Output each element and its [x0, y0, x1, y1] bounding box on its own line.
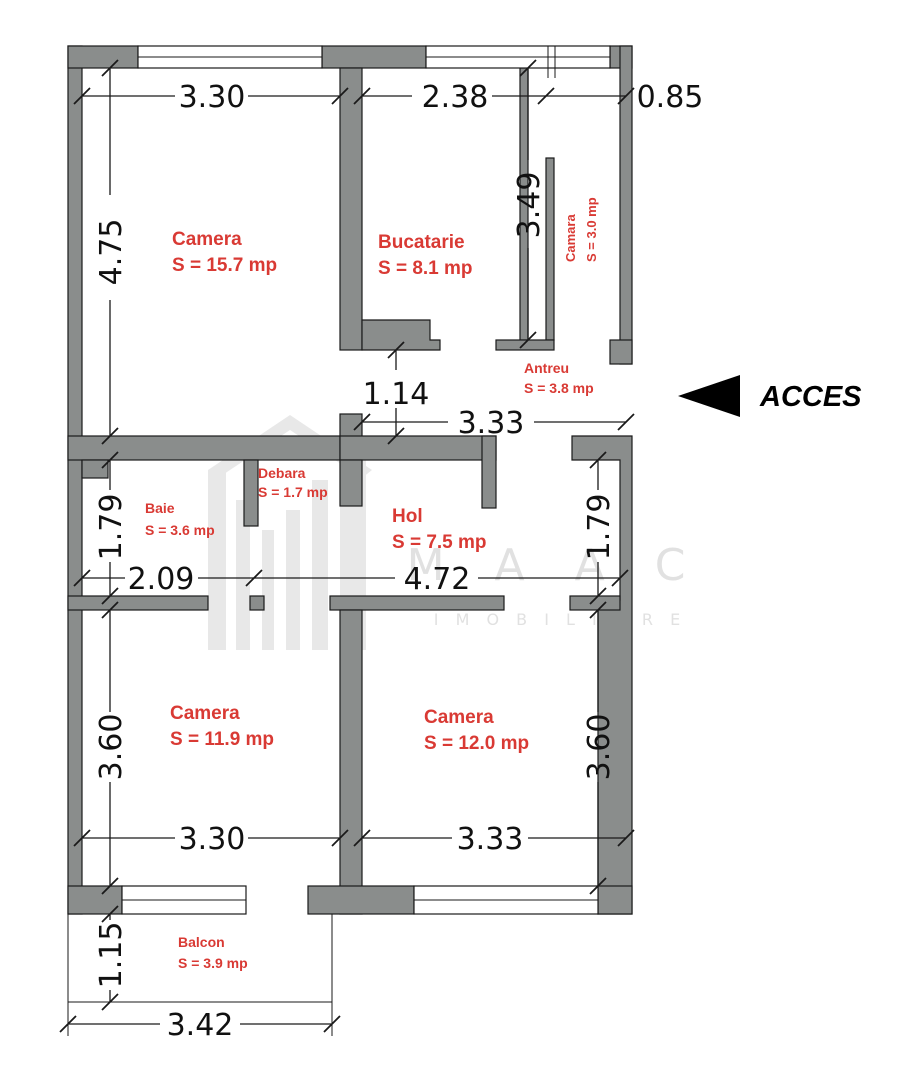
room-name: Camara — [563, 214, 578, 262]
access-arrow-icon — [678, 375, 740, 417]
room-area: S = 15.7 mp — [172, 255, 277, 276]
watermark-brand: M A A C — [407, 540, 704, 591]
room-camara: Camara S = 3.0 mp — [563, 197, 599, 262]
dim-kitchen-height: 3.49 — [512, 172, 547, 239]
access-label: ACCES — [759, 381, 862, 413]
dim-kitchen-width: 2.38 — [422, 80, 489, 115]
room-name: Camera — [424, 707, 494, 728]
room-name: Baie — [145, 500, 175, 516]
room-camera-bottom-right: Camera S = 12.0 mp — [424, 707, 529, 754]
room-area: S = 3.0 mp — [584, 197, 599, 262]
room-antreu: Antreu S = 3.8 mp — [524, 360, 594, 396]
outer-right-wall-upper — [619, 45, 633, 365]
room-area: S = 3.6 mp — [145, 522, 215, 538]
window-top-right — [425, 45, 611, 78]
bath-corner — [81, 459, 109, 479]
hol-stub — [481, 435, 497, 509]
room-name: Debara — [258, 465, 306, 481]
room-name: Antreu — [524, 360, 569, 376]
kitchen-counter-wall — [361, 319, 441, 351]
room-camera-bottom-left: Camera S = 11.9 mp — [170, 703, 274, 750]
window-bottom-right — [413, 885, 599, 915]
room-camera-top: Camera S = 15.7 mp — [172, 229, 277, 276]
kitchen-left-wall — [339, 67, 363, 351]
bottom-wall-left — [67, 885, 123, 915]
right-wall-stub — [609, 339, 633, 365]
watermark-subtitle: I M O B I L I A R E — [434, 610, 686, 629]
room-name: Balcon — [178, 934, 225, 950]
dim-left-room-height: 4.75 — [94, 219, 129, 286]
bath-debara-wall — [243, 459, 259, 527]
lower-mid-post — [249, 595, 265, 611]
dim-bottom-right-height: 3.60 — [582, 714, 617, 781]
balcony-outline — [67, 914, 333, 1003]
outer-left-wall — [67, 45, 83, 915]
room-baie: Baie S = 3.6 mp — [145, 500, 215, 538]
dimension-labels: 3.30 2.38 0.85 4.75 3.49 1.14 3.33 1.79 … — [94, 80, 703, 1043]
room-area: S = 3.9 mp — [178, 955, 248, 971]
pantry-sill — [495, 339, 555, 351]
dim-entry-width: 3.33 — [458, 406, 525, 441]
pantry-inner-wall — [545, 157, 555, 341]
top-wall-mid — [321, 45, 427, 69]
dim-corridor-gap: 1.14 — [363, 377, 430, 412]
dim-bottom-left-height: 3.60 — [94, 714, 129, 781]
room-hol: Hol S = 7.5 mp — [392, 506, 487, 553]
mid-top-wall-right — [339, 435, 497, 461]
bottom-wall-mid — [307, 885, 415, 915]
window-top-left — [137, 45, 323, 69]
room-area: S = 8.1 mp — [378, 258, 473, 279]
room-name: Camera — [172, 229, 242, 250]
window-balcony — [121, 885, 247, 915]
mid-top-wall-left — [67, 435, 345, 461]
dim-balcony-depth: 1.15 — [94, 922, 129, 989]
lower-mid-wall-far — [569, 595, 621, 611]
dim-bottom-right-width: 3.33 — [457, 822, 524, 857]
room-bucatarie: Bucatarie S = 8.1 mp — [378, 232, 473, 279]
dim-balcony-width: 3.42 — [167, 1008, 234, 1043]
windows — [121, 45, 611, 915]
dim-bottom-left-width: 3.30 — [179, 822, 246, 857]
walls — [67, 45, 633, 915]
top-wall-left — [67, 45, 139, 69]
access-marker: ACCES — [678, 375, 862, 417]
room-labels: Camera S = 15.7 mp Bucatarie S = 8.1 mp … — [145, 197, 599, 971]
dim-bath-height: 1.79 — [94, 494, 129, 561]
room-name: Camera — [170, 703, 240, 724]
room-name: Bucatarie — [378, 232, 465, 253]
lower-mid-wall-right — [329, 595, 505, 611]
room-name: Hol — [392, 506, 423, 527]
room-area: S = 11.9 mp — [170, 729, 274, 750]
dimension-lines — [59, 59, 635, 1036]
dim-hall-right-height: 1.79 — [582, 494, 617, 561]
bottom-wall-right — [597, 885, 633, 915]
debara-right-wall — [339, 459, 363, 507]
bottom-center-wall — [339, 609, 363, 915]
dim-pantry-width: 0.85 — [637, 80, 704, 115]
room-debara: Debara S = 1.7 mp — [258, 465, 328, 500]
room-balcon: Balcon S = 3.9 mp — [178, 934, 248, 971]
dim-top-left-width: 3.30 — [179, 80, 246, 115]
dim-bath-width: 2.09 — [128, 562, 195, 597]
room-area: S = 1.7 mp — [258, 484, 328, 500]
lower-mid-wall-left — [67, 595, 209, 611]
dim-hall-width: 4.72 — [404, 562, 471, 597]
room-area: S = 12.0 mp — [424, 733, 529, 754]
room-area: S = 3.8 mp — [524, 380, 594, 396]
room-area: S = 7.5 mp — [392, 532, 487, 553]
